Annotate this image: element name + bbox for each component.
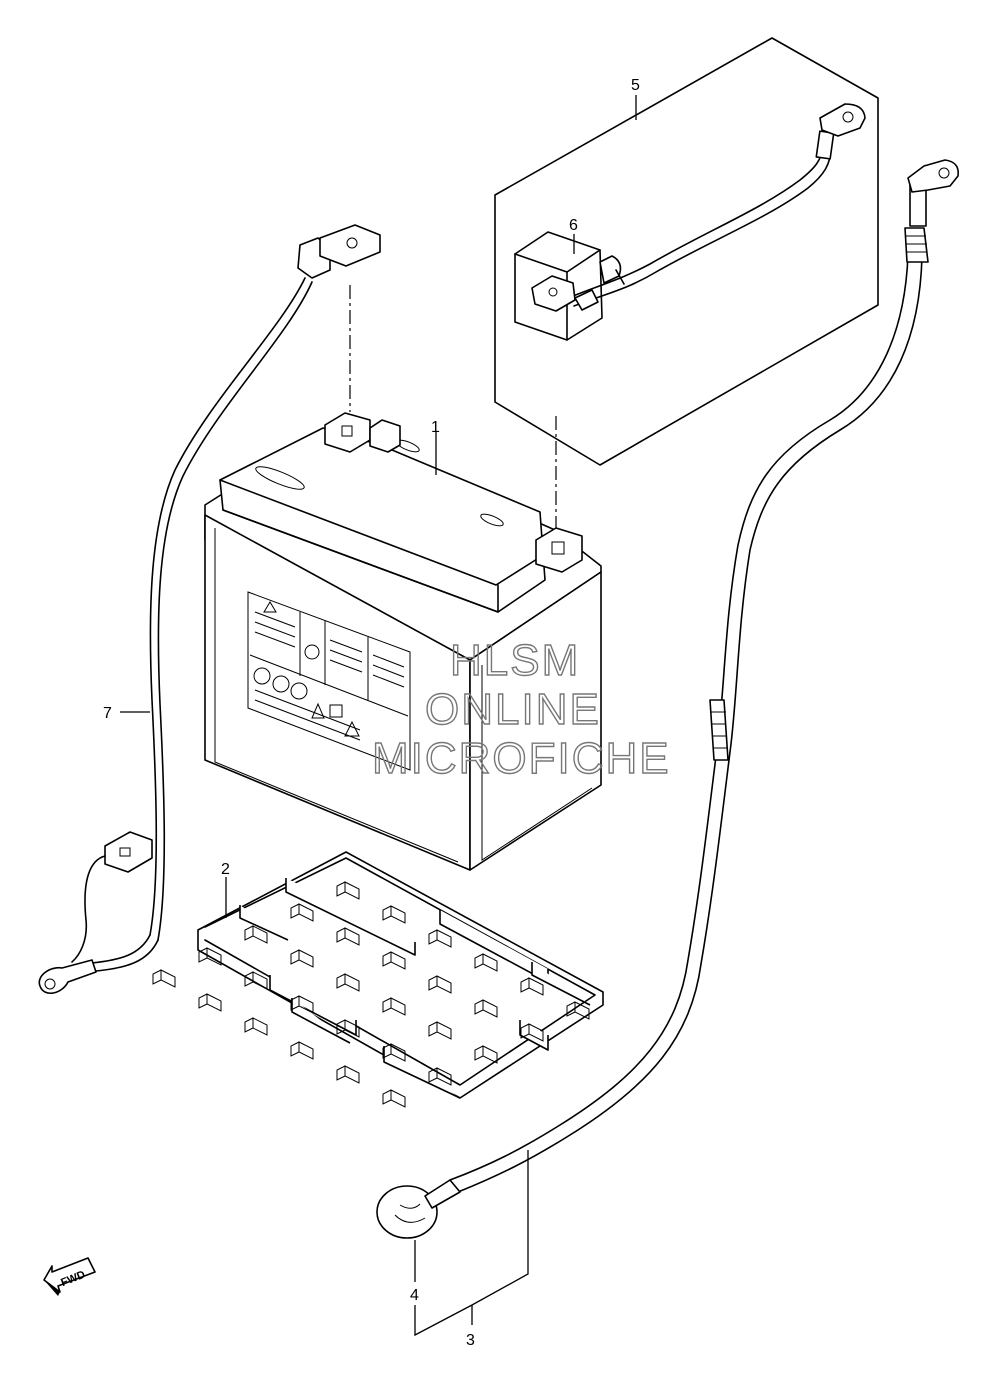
tray-slot (336, 973, 360, 992)
tray-slot (244, 971, 268, 990)
tray-slot (198, 947, 222, 966)
battery-part-1[interactable] (204, 412, 602, 871)
callout-2: 2 (221, 861, 230, 878)
tray-slot (382, 951, 406, 970)
tray-slot (474, 1045, 498, 1064)
callout-7: 7 (103, 705, 112, 722)
battery-cable-part-5[interactable] (531, 103, 866, 312)
watermark: HLSM ONLINE MICROFICHE (371, 635, 671, 783)
tray-slot (428, 975, 452, 994)
negative-wire-part-7[interactable] (38, 224, 381, 994)
tray-slot (336, 1065, 360, 1084)
tray-slots (152, 881, 590, 1108)
callout-1: 1 (431, 419, 440, 436)
tray-slot (244, 925, 268, 944)
tray-slot (198, 993, 222, 1012)
terminal-boot-part-4[interactable] (376, 1179, 461, 1239)
tray-slot (474, 999, 498, 1018)
tray-slot (244, 1017, 268, 1036)
watermark-line-2: ONLINE (425, 685, 601, 734)
forward-arrow-icon: FWD (43, 1257, 96, 1296)
tray-slot (382, 997, 406, 1016)
tray-slot (290, 1041, 314, 1060)
callout-4: 4 (410, 1287, 419, 1304)
leader-lines (120, 95, 637, 1337)
tray-slot (382, 1043, 406, 1062)
tray-slot (290, 949, 314, 968)
tray-slot (520, 1023, 544, 1042)
tray-slot (336, 927, 360, 946)
battery-cable-part-3[interactable] (449, 159, 960, 1193)
kit-box-outline (494, 37, 879, 466)
callout-6: 6 (569, 217, 578, 234)
warning-label (247, 591, 411, 771)
tray-slot (428, 1021, 452, 1040)
tray-slot (382, 905, 406, 924)
tray-slot (428, 929, 452, 948)
watermark-line-3: MICROFICHE (372, 734, 671, 783)
tray-slot (336, 1019, 360, 1038)
tray-slot (520, 977, 544, 996)
tray-slot (290, 903, 314, 922)
tray-slot (152, 969, 176, 988)
tray-slot (474, 953, 498, 972)
watermark-line-1: HLSM (450, 636, 580, 685)
tray-slot (566, 1001, 590, 1020)
callout-3: 3 (466, 1332, 475, 1349)
callout-5: 5 (631, 77, 640, 94)
tray-slot (336, 881, 360, 900)
tray-slot (382, 1089, 406, 1108)
tray-slot (428, 1067, 452, 1086)
tray-slot (290, 995, 314, 1014)
